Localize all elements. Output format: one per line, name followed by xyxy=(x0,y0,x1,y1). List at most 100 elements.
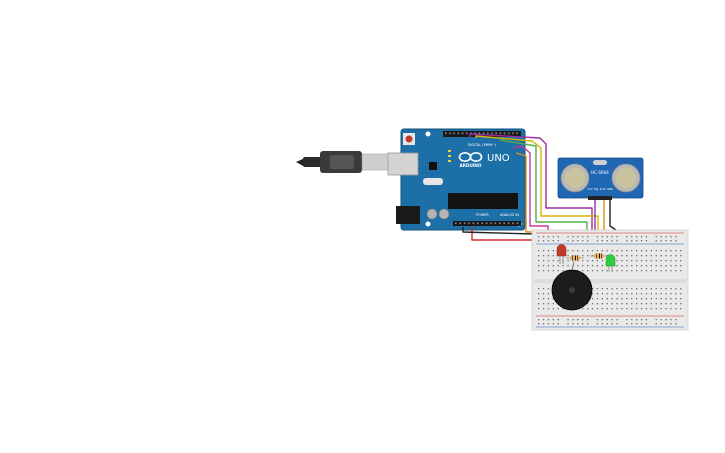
piezo-buzzer[interactable] xyxy=(551,261,593,311)
hole xyxy=(636,293,638,295)
usb-cable[interactable] xyxy=(296,151,391,173)
hole xyxy=(631,308,633,310)
hole xyxy=(660,298,662,300)
hole xyxy=(645,250,648,252)
hole xyxy=(650,260,652,262)
hole xyxy=(626,240,628,242)
hole xyxy=(491,132,493,135)
sensor-pin-label-gnd: GND xyxy=(607,187,613,191)
hole xyxy=(655,255,657,257)
wire-black-2[interactable] xyxy=(609,200,617,231)
hole xyxy=(626,303,628,305)
usb-chip xyxy=(429,162,437,170)
bottom-pins xyxy=(455,222,519,225)
hole xyxy=(547,260,550,262)
hole xyxy=(567,255,569,257)
hole xyxy=(572,319,574,321)
hole xyxy=(582,260,584,262)
wire-red[interactable] xyxy=(471,227,538,241)
hole xyxy=(587,260,589,262)
hole xyxy=(616,308,618,310)
wire-purple[interactable] xyxy=(469,133,593,237)
hole xyxy=(547,293,550,295)
hole xyxy=(626,260,628,262)
red-led[interactable] xyxy=(556,244,567,265)
hole xyxy=(596,293,599,295)
hole xyxy=(596,250,599,252)
hole xyxy=(665,319,667,321)
model-label: UNO xyxy=(487,153,510,164)
hole xyxy=(670,260,672,262)
hole xyxy=(606,236,608,238)
hole xyxy=(650,308,652,310)
hole xyxy=(567,250,569,252)
reset-button[interactable] xyxy=(405,135,413,143)
hole xyxy=(626,270,628,272)
hole xyxy=(621,293,623,295)
resistor-2[interactable] xyxy=(590,253,608,259)
hole xyxy=(547,323,550,325)
hole xyxy=(547,288,550,290)
hole xyxy=(587,270,589,272)
hole xyxy=(503,132,506,135)
hole xyxy=(538,288,540,290)
hole xyxy=(538,255,540,257)
hole xyxy=(665,298,667,300)
hole xyxy=(616,250,618,252)
hole xyxy=(680,308,682,310)
hole xyxy=(616,260,618,262)
hole xyxy=(616,323,618,325)
hole xyxy=(461,132,464,135)
hole xyxy=(640,319,643,321)
hole xyxy=(542,288,545,290)
hole xyxy=(626,265,628,267)
arduino-uno-board[interactable]: DIGITAL (PWM~) POWER ANALOG IN ARDUINO U… xyxy=(387,128,526,231)
hole xyxy=(621,265,623,267)
hole xyxy=(601,288,603,290)
hole xyxy=(611,298,613,300)
hole xyxy=(542,255,545,257)
resistor-1[interactable] xyxy=(566,255,584,261)
hole xyxy=(670,319,672,321)
hole xyxy=(591,250,594,252)
sensor-pin-label-vcc: VCC xyxy=(587,187,593,191)
hole xyxy=(680,265,682,267)
hole xyxy=(621,298,623,300)
digital-header-label: DIGITAL (PWM~) xyxy=(468,143,497,147)
ultrasonic-sensor[interactable]: HC-SR04 VCC Trig Echo GND xyxy=(557,157,644,200)
hole xyxy=(611,293,613,295)
green-led[interactable] xyxy=(605,254,616,273)
hole xyxy=(645,240,648,242)
hole xyxy=(645,270,648,272)
hole xyxy=(470,132,472,135)
hole xyxy=(552,323,554,325)
sensor-receiver-mesh xyxy=(616,168,636,188)
wire-yellow[interactable] xyxy=(475,135,599,238)
hole xyxy=(596,240,599,242)
hole xyxy=(660,323,662,325)
hole xyxy=(572,240,574,242)
hole xyxy=(616,240,618,242)
hole xyxy=(675,250,677,252)
hole xyxy=(567,323,569,325)
hole xyxy=(650,293,652,295)
hole xyxy=(616,288,618,290)
hole xyxy=(587,319,589,321)
hole xyxy=(538,270,540,272)
onboard-led-icon xyxy=(448,155,451,157)
hole xyxy=(631,260,633,262)
hole xyxy=(665,236,667,238)
hole xyxy=(675,293,677,295)
hole xyxy=(542,303,545,305)
hole xyxy=(670,265,672,267)
hole xyxy=(552,270,554,272)
hole xyxy=(468,222,470,225)
hole xyxy=(636,323,638,325)
hole xyxy=(582,270,584,272)
hole xyxy=(474,132,476,135)
hole xyxy=(631,293,633,295)
hole xyxy=(675,288,677,290)
hole xyxy=(582,250,584,252)
hole xyxy=(645,308,648,310)
